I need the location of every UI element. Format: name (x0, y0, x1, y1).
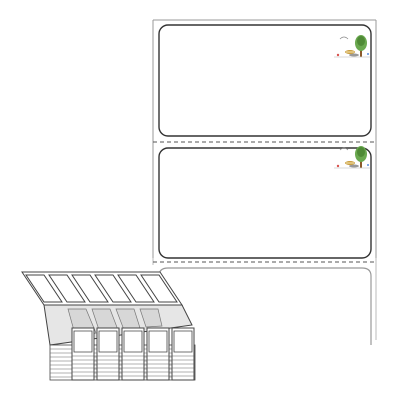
tree-picnic-logo-icon (334, 146, 370, 169)
backing-liner (152, 19, 377, 340)
tree-picnic-logo-icon (334, 35, 370, 58)
label-1 (158, 24, 372, 137)
fanfold-stack-icon (21, 271, 196, 381)
label-2 (158, 146, 372, 259)
